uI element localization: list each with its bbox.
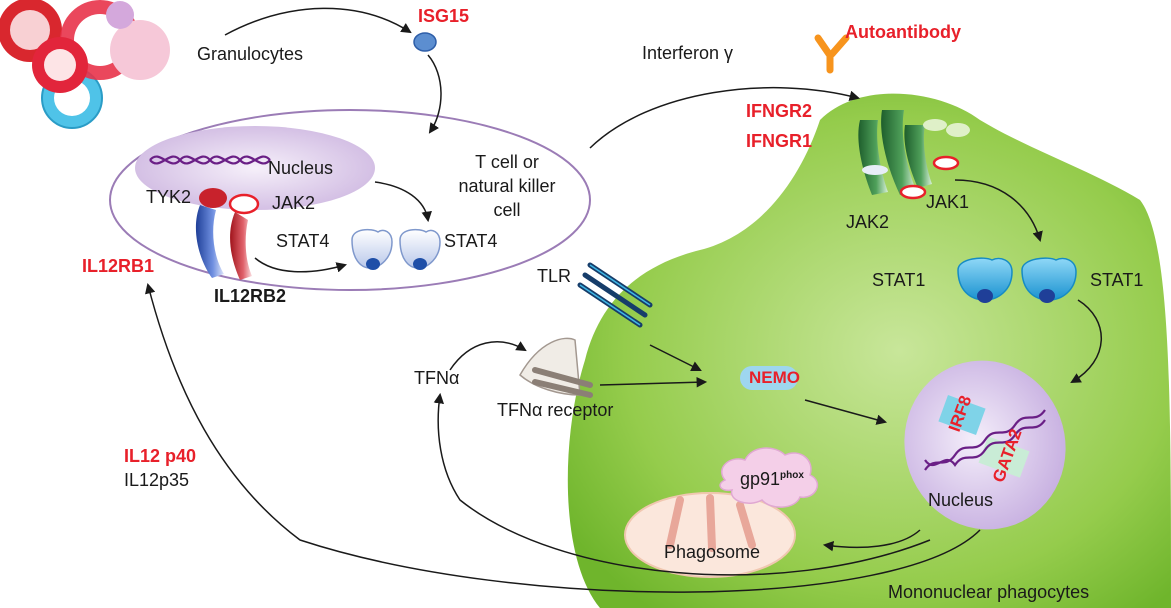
stat1-molecules bbox=[957, 257, 1077, 303]
label-stat1-left: STAT1 bbox=[872, 270, 926, 290]
gata2-box bbox=[978, 436, 1030, 478]
label-gp91: gp91phox bbox=[740, 469, 804, 490]
label-gp91-sup: phox bbox=[780, 470, 804, 481]
label-nucleus-tcell: Nucleus bbox=[268, 158, 334, 178]
label-il12p40: IL12 p40 bbox=[124, 446, 197, 466]
il12-receptor bbox=[195, 188, 260, 280]
irf8-box bbox=[938, 395, 986, 435]
label-tfna: TFNα bbox=[414, 368, 460, 388]
label-jak1: JAK1 bbox=[926, 192, 970, 212]
label-tlr: TLR bbox=[537, 266, 572, 286]
label-isg15: ISG15 bbox=[418, 6, 470, 26]
label-stat1-right: STAT1 bbox=[1090, 270, 1144, 290]
stat4-molecules bbox=[351, 228, 441, 270]
label-tcell-line2: natural killer bbox=[458, 176, 556, 196]
nemo-pill bbox=[740, 366, 798, 390]
label-il12rb1: IL12RB1 bbox=[82, 256, 155, 276]
label-phagosome: Phagosome bbox=[664, 542, 761, 562]
label-jak2-right: JAK2 bbox=[846, 212, 890, 232]
tfna-receptor bbox=[519, 337, 593, 398]
label-ifngr1: IFNGR1 bbox=[746, 131, 813, 151]
label-tcell-line3: cell bbox=[493, 200, 521, 220]
phagosome-rods bbox=[666, 494, 756, 552]
dna-helix-phagocyte bbox=[924, 409, 1046, 471]
dna-helix-tcell bbox=[149, 155, 271, 165]
granulocytes-cluster bbox=[0, 0, 170, 129]
label-autoantibody: Autoantibody bbox=[845, 22, 961, 42]
label-granulocytes: Granulocytes bbox=[197, 44, 304, 64]
t-cell-nucleus bbox=[135, 126, 375, 210]
autoantibody-icon bbox=[814, 34, 850, 74]
label-interferon-gamma: Interferon γ bbox=[642, 43, 734, 63]
label-il12rb2: IL12RB2 bbox=[214, 286, 287, 306]
pathway-arrows bbox=[145, 7, 1102, 593]
label-ifngr2: IFNGR2 bbox=[746, 101, 813, 121]
label-jak2-left: JAK2 bbox=[272, 193, 316, 213]
gp91-cloud bbox=[719, 447, 819, 508]
label-tcell: T cell or natural killer cell bbox=[448, 150, 566, 222]
ifngr-receptor bbox=[858, 110, 970, 200]
label-stat4-right: STAT4 bbox=[444, 231, 498, 251]
label-nucleus-phagocyte: Nucleus bbox=[928, 490, 994, 510]
isg15-molecule bbox=[413, 32, 437, 52]
label-il12p35: IL12p35 bbox=[124, 470, 190, 490]
label-gp91-main: gp91 bbox=[740, 469, 781, 489]
label-mononuclear-phagocytes: Mononuclear phagocytes bbox=[888, 582, 1090, 602]
label-tyk2: TYK2 bbox=[146, 187, 192, 207]
label-tcell-line1: T cell or bbox=[475, 152, 539, 172]
label-tfna-receptor: TFNα receptor bbox=[497, 400, 614, 420]
label-stat4-left: STAT4 bbox=[276, 231, 330, 251]
label-nemo: NEMO bbox=[749, 368, 800, 387]
